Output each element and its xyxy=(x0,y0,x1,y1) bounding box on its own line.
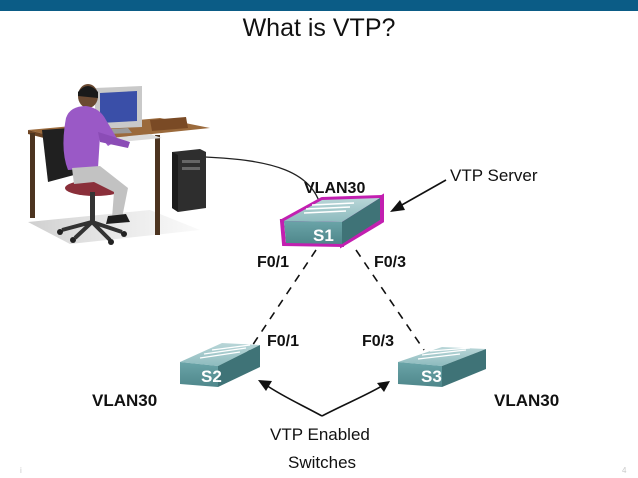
link-s1-s2 xyxy=(247,249,317,353)
s2-name: S2 xyxy=(201,367,222,386)
s2-port-label: F0/1 xyxy=(267,333,300,350)
footer-left-mark: i xyxy=(20,466,22,475)
s3-name: S3 xyxy=(421,367,442,386)
person-legs xyxy=(72,166,128,218)
switch-s2 xyxy=(180,343,260,387)
s1-port-right-label: F0/3 xyxy=(374,254,407,271)
vtp-enabled-label-line2: Switches xyxy=(288,453,357,472)
person-shirt xyxy=(63,106,118,170)
slide-title: What is VTP? xyxy=(242,14,396,42)
pc-tower xyxy=(172,149,206,212)
s1-port-left-label: F0/1 xyxy=(257,254,290,271)
pc-cable xyxy=(204,156,323,213)
vtp-server-arrow xyxy=(390,179,447,212)
workstation-illustration xyxy=(28,84,210,245)
s1-vlan-label: VLAN30 xyxy=(304,180,366,197)
vtp-enabled-arrows xyxy=(258,380,390,417)
s3-vlan-label: VLAN30 xyxy=(494,391,560,410)
desk-leg xyxy=(30,133,35,218)
switch-s1 xyxy=(279,193,384,249)
link-s1-s3 xyxy=(355,249,425,351)
page-number: 4 xyxy=(622,466,627,475)
vtp-server-label: VTP Server xyxy=(450,166,538,185)
top-bar xyxy=(0,0,638,11)
s2-vlan-label: VLAN30 xyxy=(92,391,158,410)
vtp-enabled-label-line1: VTP Enabled xyxy=(270,425,370,444)
s1-name: S1 xyxy=(313,226,334,245)
s3-port-label: F0/3 xyxy=(362,333,395,350)
switch-s3 xyxy=(398,347,486,387)
